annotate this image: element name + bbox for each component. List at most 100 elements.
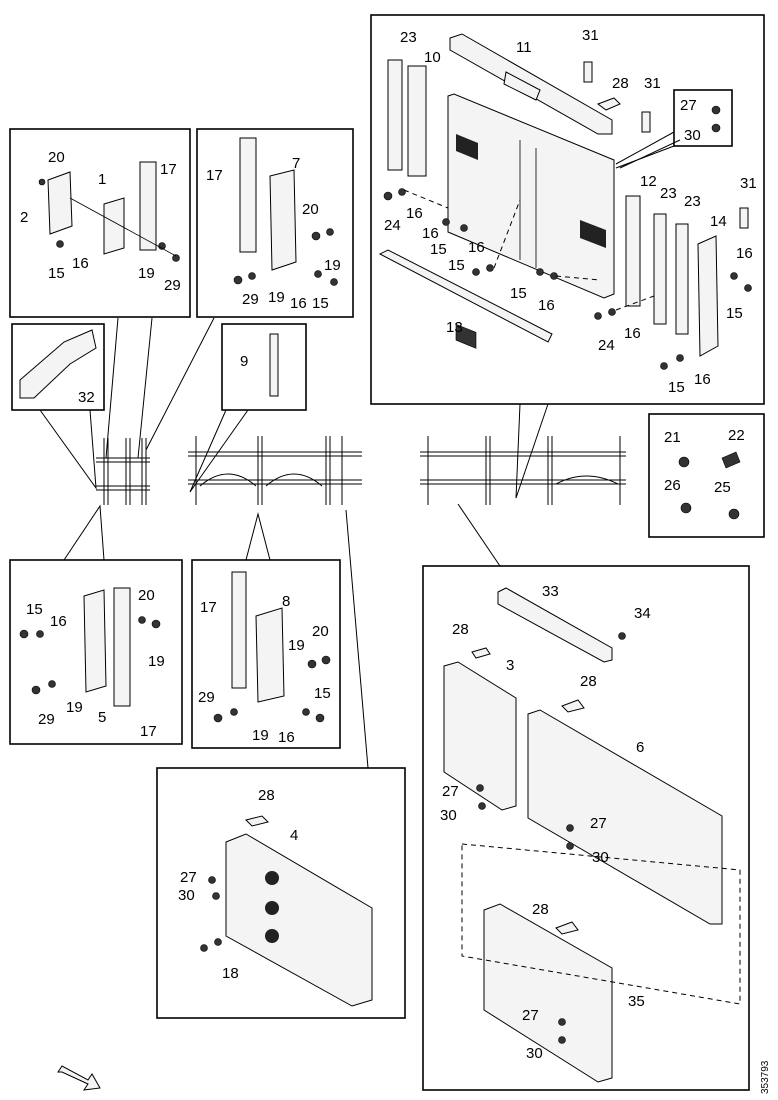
- callout-25: 25: [714, 479, 731, 496]
- part-17-strip-c: [113, 587, 131, 707]
- part-23-strip: [387, 59, 403, 171]
- part-11-rail: [449, 33, 613, 135]
- callout-19: 19: [268, 289, 285, 306]
- callout-20: 20: [312, 623, 329, 640]
- callout-29: 29: [198, 689, 215, 706]
- main-panel: [447, 93, 615, 299]
- callout-19: 19: [324, 257, 341, 274]
- part-14-bracket: [697, 235, 719, 357]
- detail-box-part-9: [221, 323, 307, 411]
- callout-17: 17: [140, 723, 157, 740]
- callout-19: 19: [66, 699, 83, 716]
- callout-29: 29: [38, 711, 55, 728]
- detail-box-hardware: [648, 413, 765, 538]
- callout-28: 28: [580, 673, 597, 690]
- callout-16: 16: [406, 205, 423, 222]
- part-33: [497, 587, 613, 663]
- callout-15: 15: [726, 305, 743, 322]
- callout-15: 15: [448, 257, 465, 274]
- callout-15: 15: [26, 601, 43, 618]
- bracket-8-drawing: [213, 571, 331, 723]
- callout-27: 27: [590, 815, 607, 832]
- callout-23: 23: [684, 193, 701, 210]
- part-4: [225, 833, 373, 1007]
- hardware-drawing: [678, 451, 741, 520]
- callout-4: 4: [290, 827, 298, 844]
- callout-9: 9: [240, 353, 248, 370]
- callout-17: 17: [200, 599, 217, 616]
- frame-segment-middle: [188, 436, 362, 505]
- callout-15: 15: [430, 241, 447, 258]
- callout-16: 16: [422, 225, 439, 242]
- bracket-1-drawing: [38, 161, 180, 262]
- callout-23: 23: [400, 29, 417, 46]
- part-23-strip-b: [653, 213, 667, 325]
- frame-segment-right: [420, 436, 626, 505]
- callout-28: 28: [258, 787, 275, 804]
- callout-15: 15: [314, 685, 331, 702]
- part-9-drawing: [269, 333, 279, 397]
- bracket-7-drawing: [233, 137, 338, 286]
- callout-20: 20: [48, 149, 65, 166]
- rear-extension-drawing: [378, 33, 752, 370]
- callout-34: 34: [634, 605, 651, 622]
- drawing-number: 353793: [760, 1060, 771, 1094]
- callout-16: 16: [624, 325, 641, 342]
- part-17-strip-d: [231, 571, 247, 689]
- callout-35: 35: [628, 993, 645, 1010]
- callout-12: 12: [640, 173, 657, 190]
- callout-30: 30: [684, 127, 701, 144]
- callout-32: 32: [78, 389, 95, 406]
- callout-19: 19: [288, 637, 305, 654]
- callout-8: 8: [282, 593, 290, 610]
- callout-16: 16: [50, 613, 67, 630]
- callout-20: 20: [138, 587, 155, 604]
- crossmembers-drawing: [443, 587, 741, 1083]
- callout-17: 17: [160, 161, 177, 178]
- callout-31: 31: [582, 27, 599, 44]
- part-8: [255, 607, 285, 703]
- callout-13: 13: [446, 319, 463, 336]
- part-3: [443, 661, 517, 811]
- inset-box-27-30: [673, 89, 733, 147]
- callout-11: 11: [516, 39, 532, 56]
- part-7: [269, 169, 297, 271]
- part-35: [483, 903, 613, 1083]
- callout-27: 27: [442, 783, 459, 800]
- part-1: [103, 197, 125, 255]
- callout-10: 10: [424, 49, 441, 66]
- frame-segment-left: [96, 438, 150, 505]
- callout-30: 30: [592, 849, 609, 866]
- callout-6: 6: [636, 739, 644, 756]
- callout-29: 29: [164, 277, 181, 294]
- part-2: [47, 171, 73, 235]
- callout-18: 18: [222, 965, 239, 982]
- callout-16: 16: [278, 729, 295, 746]
- callout-31: 31: [644, 75, 661, 92]
- callout-19: 19: [138, 265, 155, 282]
- callout-3: 3: [506, 657, 514, 674]
- callout-30: 30: [440, 807, 457, 824]
- detail-box-bracket-1: [9, 128, 191, 318]
- callout-16: 16: [72, 255, 89, 272]
- callout-24: 24: [384, 217, 401, 234]
- callout-33: 33: [542, 583, 559, 600]
- callout-26: 26: [664, 477, 681, 494]
- direction-arrow-icon: [57, 1065, 101, 1091]
- callout-1: 1: [98, 171, 106, 188]
- part-10-strip: [407, 65, 427, 177]
- callout-15: 15: [48, 265, 65, 282]
- bracket-5-drawing: [19, 587, 161, 707]
- callout-22: 22: [728, 427, 745, 444]
- crossmember-4-drawing: [200, 815, 373, 1007]
- callout-20: 20: [302, 201, 319, 218]
- callout-27: 27: [680, 97, 697, 114]
- callout-2: 2: [20, 209, 28, 226]
- callout-27: 27: [522, 1007, 539, 1024]
- part-23-strip-c: [675, 223, 689, 335]
- callout-24: 24: [598, 337, 615, 354]
- callout-14: 14: [710, 213, 727, 230]
- callout-15: 15: [510, 285, 527, 302]
- part-32-drawing: [19, 329, 97, 399]
- callout-16: 16: [694, 371, 711, 388]
